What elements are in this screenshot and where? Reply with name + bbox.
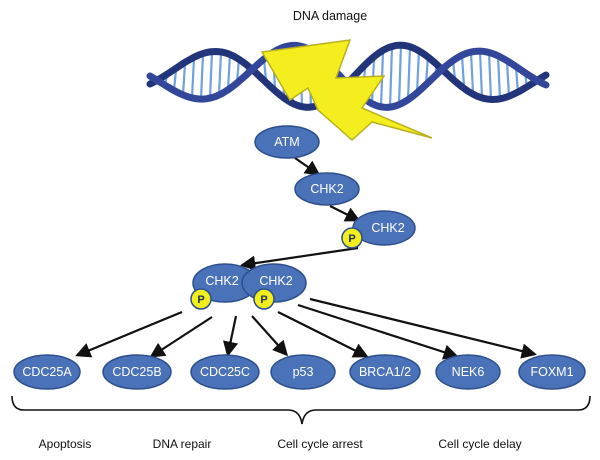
target-node: FOXM1 [518,354,586,390]
outcome-label: DNA repair [153,437,212,451]
arrow-to-nek6 [297,303,459,360]
dimer-left-label: CHK2 [205,274,238,288]
dna-base-pair [217,51,223,96]
target-node: BRCA1/2 [349,354,421,390]
target-label: CDC25C [200,365,250,379]
arrow-to-brca [277,311,369,358]
arrow-to-foxm1 [309,297,537,359]
diagram-title: DNA damage [293,9,367,23]
dna-base-pair [406,46,412,100]
outcome-label: Cell cycle delay [438,437,521,451]
dimer-right-label: CHK2 [259,274,292,288]
dna-base-pair [199,54,205,100]
target-node: CDC25B [102,354,172,390]
arrow-phospho-chk2-to-dimer [239,246,359,271]
target-label: CDC25A [22,365,72,379]
dna-base-pair [460,55,466,87]
chk2-node: CHK2 [294,172,360,206]
dna-base-pair [397,45,403,105]
target-label: CDC25B [112,365,161,379]
phospho-chk2-label: CHK2 [371,221,404,235]
target-label: p53 [293,365,314,379]
chk2-label: CHK2 [310,182,343,196]
phospho-chk2-node: CHK2 P [341,210,416,249]
dna-base-pair [469,51,475,94]
dna-base-pair [388,47,394,108]
arrow-to-cdc25c [223,315,239,358]
dna-base-pair [496,55,502,100]
grouping-brace [11,395,591,425]
arrow-chk2-to-phospho-chk2 [329,205,361,222]
dimer-left-phospho-badge [190,288,212,310]
target-label: FOXM1 [530,365,573,379]
lightning-bolt-icon [260,39,433,142]
target-node: NEK6 [435,354,501,390]
phospho-badge [341,227,363,249]
dna-base-pair [478,51,484,98]
dna-base-pair [181,63,187,95]
dna-base-pair [487,52,493,100]
dimer-right-phospho-label: P [260,294,267,306]
chk2-dimer: CHK2 CHK2 P P [190,263,307,310]
outcome-label: Cell cycle arrest [277,437,363,451]
dna-base-pair [415,49,421,93]
atm-label: ATM [274,135,299,149]
target-node: CDC25A [13,354,81,390]
dna-base-pair [226,53,232,90]
target-label: BRCA1/2 [359,365,411,379]
target-node: CDC25C [190,354,260,390]
phospho-badge-label: P [348,233,355,245]
target-arrows [75,297,537,360]
dimer-left-phospho-label: P [197,294,204,306]
dna-base-pair [505,60,511,97]
dna-base-pair [208,51,214,99]
target-node: p53 [270,354,336,390]
target-label: NEK6 [452,365,485,379]
arrow-to-cdc25a [75,310,183,358]
arrow-to-p53 [251,315,289,357]
dimer-right-phospho-badge [253,288,275,310]
outcome-label: Apoptosis [39,437,92,451]
arrow-atm-to-chk2 [294,157,321,176]
cascade-arrows [239,157,361,271]
atm-node: ATM [254,125,320,159]
arrow-to-cdc25b [149,316,213,358]
dna-base-pair [190,58,196,98]
